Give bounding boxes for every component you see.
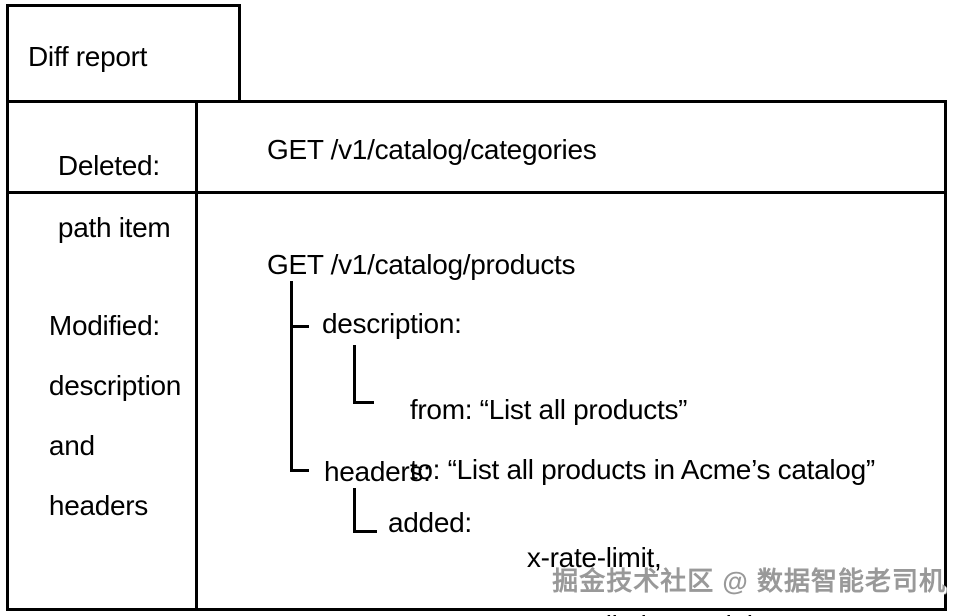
headers-added-value-2: x-rate-limit-remaining <box>527 610 784 616</box>
headers-branch-elbow <box>356 530 377 533</box>
modified-label-line-4: headers <box>48 490 149 521</box>
modified-label-line-2: description <box>48 370 182 401</box>
table-row-divider <box>9 191 944 194</box>
deleted-label-line-1: Deleted: <box>57 150 160 181</box>
modified-label-line-1: Modified: <box>48 310 160 341</box>
description-change-lines: from: “List all products” to: “List all … <box>380 365 875 515</box>
row-modified-label: Modified: description and headers <box>19 281 181 551</box>
row-deleted-label: Deleted: path item <box>28 119 171 274</box>
branch-description-label: description: <box>322 308 462 339</box>
report-table <box>6 100 947 611</box>
watermark-text: 掘金技术社区 @ 数据智能老司机 <box>552 566 946 596</box>
description-to-line: to: “List all products in Acme’s catalog… <box>409 454 875 485</box>
modified-label-line-3: and <box>48 430 95 461</box>
tree-connector-headers <box>293 469 309 472</box>
deleted-endpoint: GET /v1/catalog/categories <box>267 134 597 165</box>
deleted-label-line-2: path item <box>57 212 171 243</box>
headers-added-values: x-rate-limit, x-rate-limit-remaining <box>497 507 784 616</box>
description-from-line: from: “List all products” <box>409 394 688 425</box>
description-branch-elbow <box>356 401 374 404</box>
diff-report-box <box>6 4 241 103</box>
headers-added-label: added: <box>388 507 472 538</box>
tree-root-endpoint: GET /v1/catalog/products <box>267 249 576 280</box>
diff-report-title: Diff report <box>28 41 148 72</box>
tree-line-main-vertical <box>290 281 293 472</box>
description-branch-vertical <box>353 345 356 404</box>
table-column-divider <box>195 103 198 608</box>
tree-connector-description <box>293 325 309 328</box>
headers-branch-vertical <box>353 488 356 533</box>
headers-added-value-1: x-rate-limit, <box>526 542 662 573</box>
branch-headers-label: headers: <box>324 456 431 487</box>
